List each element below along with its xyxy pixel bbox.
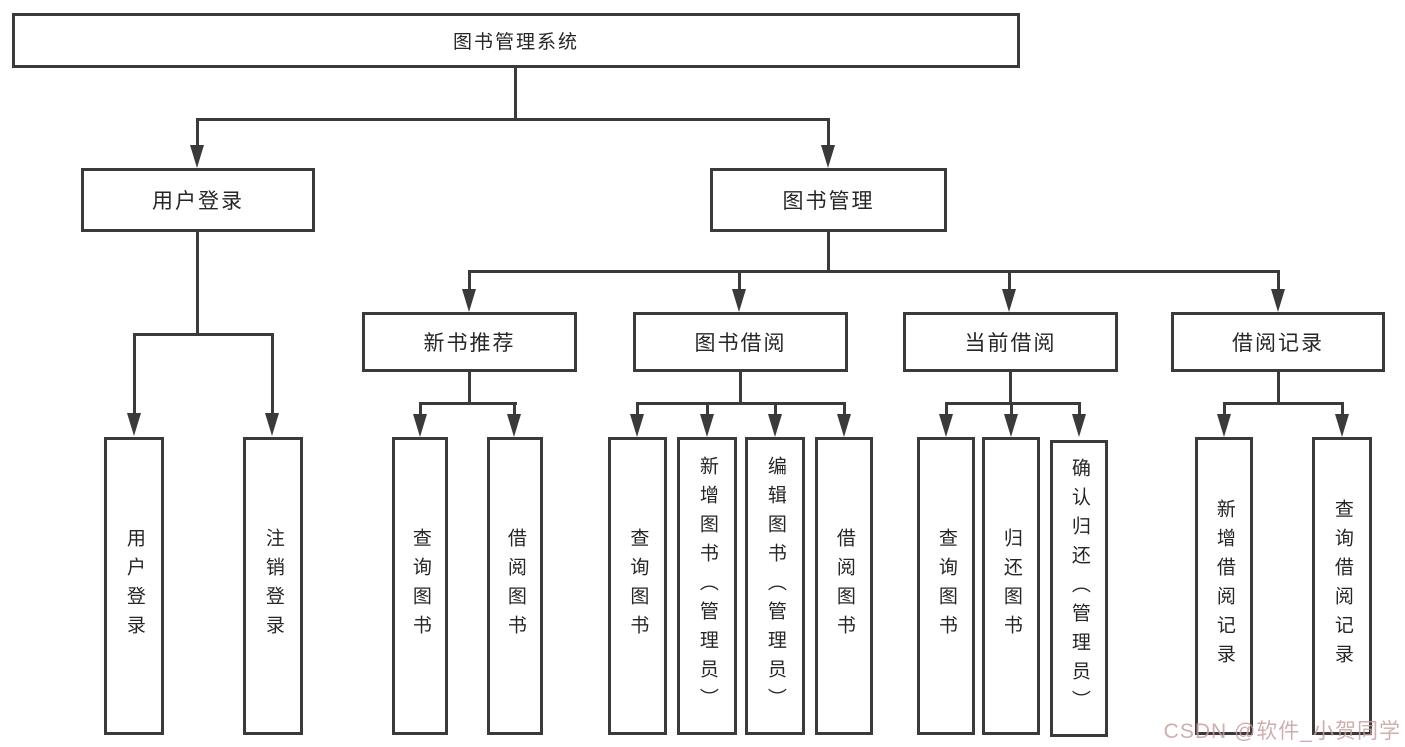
arrow-down-icon xyxy=(127,413,141,436)
arrow-down-icon xyxy=(837,414,851,437)
node-label: 确认归还（管理员） xyxy=(1068,458,1090,719)
connector-line xyxy=(133,333,136,415)
connector-line xyxy=(196,118,830,121)
node-user-login-leaf: 用户登录 xyxy=(104,437,164,735)
connector-line xyxy=(706,402,709,415)
connector-line xyxy=(513,402,516,415)
node-borrowing-records: 借阅记录 xyxy=(1171,312,1385,372)
node-library-management-system: 图书管理系统 xyxy=(12,13,1020,68)
connector-line xyxy=(1223,402,1226,415)
node-return-book: 归还图书 xyxy=(982,437,1040,735)
node-edit-book-admin: 编辑图书（管理员） xyxy=(745,437,805,735)
connector-line xyxy=(1078,402,1081,415)
node-label: 查询图书 xyxy=(627,528,649,644)
connector-line xyxy=(468,372,471,404)
node-query-books-borrowing: 查询图书 xyxy=(608,437,667,735)
arrow-down-icon xyxy=(768,414,782,437)
connector-line xyxy=(739,372,742,404)
connector-line xyxy=(1223,402,1343,405)
arrow-down-icon xyxy=(1335,414,1349,437)
node-label: 查询图书 xyxy=(409,528,431,644)
arrow-down-icon xyxy=(1271,289,1285,312)
connector-line xyxy=(1010,402,1013,415)
connector-line xyxy=(636,402,845,405)
node-label: 归还图书 xyxy=(1000,528,1022,644)
node-current-borrowing: 当前借阅 xyxy=(903,312,1118,372)
connector-line xyxy=(468,270,1279,273)
arrow-down-icon xyxy=(507,414,521,437)
node-confirm-return-admin: 确认归还（管理员） xyxy=(1050,440,1108,737)
node-query-books-recommend: 查询图书 xyxy=(392,437,448,735)
connector-line xyxy=(827,232,830,273)
connector-line xyxy=(1009,372,1012,404)
node-new-book-recommendation: 新书推荐 xyxy=(362,312,577,372)
node-label: 新增图书（管理员） xyxy=(696,455,718,717)
node-label: 注销登录 xyxy=(262,528,284,644)
connector-line xyxy=(945,402,948,415)
node-query-borrow-record: 查询借阅记录 xyxy=(1312,437,1372,735)
connector-line xyxy=(1277,372,1280,404)
node-add-book-admin: 新增图书（管理员） xyxy=(677,437,737,735)
arrow-down-icon xyxy=(821,145,835,168)
connector-line xyxy=(636,402,639,415)
connector-line xyxy=(419,402,422,415)
node-label: 新增借阅记录 xyxy=(1213,499,1235,673)
connector-line xyxy=(1277,270,1280,290)
connector-line xyxy=(1341,402,1344,415)
connector-line xyxy=(468,270,471,290)
arrow-down-icon xyxy=(732,289,746,312)
connector-line xyxy=(738,270,741,290)
connector-line xyxy=(1008,270,1011,290)
arrow-down-icon xyxy=(462,289,476,312)
connector-line xyxy=(196,118,199,148)
node-book-borrowing: 图书借阅 xyxy=(633,312,848,372)
node-borrow-books-recommend: 借阅图书 xyxy=(487,437,543,735)
node-user-login: 用户登录 xyxy=(81,168,315,232)
node-label: 查询图书 xyxy=(935,528,957,644)
arrow-down-icon xyxy=(1002,289,1016,312)
arrow-down-icon xyxy=(630,414,644,437)
arrow-down-icon xyxy=(1217,414,1231,437)
node-label: 借阅图书 xyxy=(504,528,526,644)
arrow-down-icon xyxy=(413,414,427,437)
node-query-books-current: 查询图书 xyxy=(917,437,975,735)
node-label: 借阅图书 xyxy=(833,528,855,644)
connector-line xyxy=(196,232,199,335)
node-borrow-books-leaf: 借阅图书 xyxy=(815,437,873,735)
connector-line xyxy=(514,68,517,120)
arrow-down-icon xyxy=(700,414,714,437)
connector-line xyxy=(419,402,517,405)
arrow-down-icon xyxy=(265,413,279,436)
arrow-down-icon xyxy=(939,414,953,437)
node-label: 编辑图书（管理员） xyxy=(764,455,786,717)
connector-line xyxy=(774,402,777,415)
arrow-down-icon xyxy=(190,145,204,168)
connector-line xyxy=(133,333,274,336)
node-label: 用户登录 xyxy=(123,528,145,644)
arrow-down-icon xyxy=(1004,414,1018,437)
csdn-watermark: CSDN @软件_小贺同学 xyxy=(1163,720,1401,743)
connector-line xyxy=(271,333,274,415)
node-add-borrow-record: 新增借阅记录 xyxy=(1195,437,1253,735)
arrow-down-icon xyxy=(1072,414,1086,437)
connector-line xyxy=(843,402,846,415)
node-logout: 注销登录 xyxy=(243,437,303,735)
node-label: 查询借阅记录 xyxy=(1331,499,1353,673)
node-book-management: 图书管理 xyxy=(710,168,947,232)
connector-line xyxy=(827,118,830,148)
